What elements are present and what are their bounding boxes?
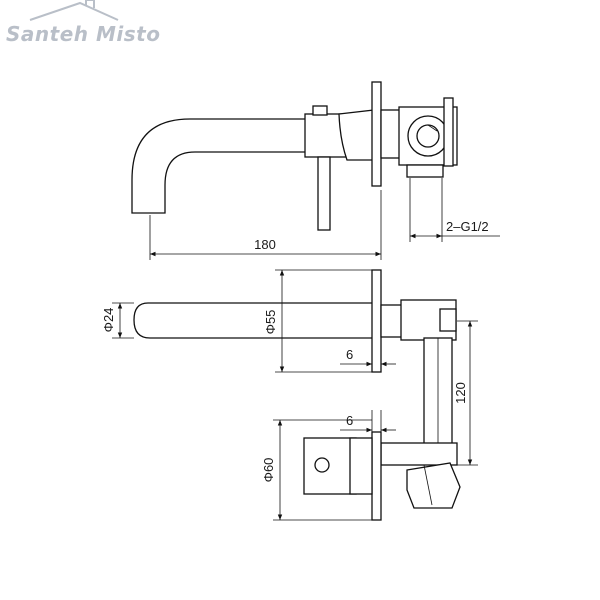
- wall-plate-spout: [371, 269, 382, 373]
- side-view: 180 2–G1/2: [131, 81, 500, 260]
- dim-body-height: 120: [453, 382, 468, 404]
- lower-valve-body: [406, 462, 461, 509]
- dim-spout-length: 180: [254, 237, 276, 252]
- dim-thread: 2–G1/2: [446, 219, 489, 234]
- valve-stem: [443, 97, 454, 167]
- dim-rosette-handle: Φ60: [261, 458, 276, 483]
- logo-text: Santeh Misto: [6, 22, 161, 46]
- dim-rosette-spout: Φ55: [263, 310, 278, 335]
- sleeve: [338, 109, 375, 161]
- wall-plate-handle: [371, 431, 382, 521]
- spout-curve: [131, 118, 305, 214]
- house-roof-icon: [29, 0, 119, 21]
- connector-cap: [439, 308, 457, 332]
- handle-hole: [314, 457, 330, 473]
- wall-plate-top: [371, 81, 382, 187]
- plan-view: Φ24 Φ55 6 120 6 Φ60: [101, 269, 478, 521]
- spout-mount-top: [312, 105, 328, 116]
- spout-straight: [133, 302, 372, 339]
- dim-spout-diameter: Φ24: [101, 308, 116, 333]
- valve-bottom: [406, 164, 444, 178]
- handle-block: [303, 437, 357, 495]
- lever: [317, 156, 331, 231]
- dim-rosette-handle-thickness: 6: [346, 413, 353, 428]
- logo: Santeh Misto: [0, 0, 160, 60]
- dim-rosette-spout-thickness: 6: [346, 347, 353, 362]
- handle-shoulder: [349, 437, 373, 495]
- lower-valve-collar: [380, 442, 458, 466]
